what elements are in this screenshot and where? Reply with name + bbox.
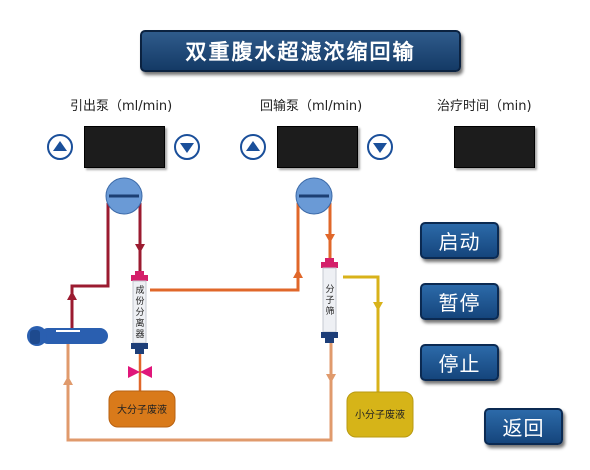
draw-pump-display (84, 126, 165, 168)
filtrate-line (343, 275, 383, 395)
draw-pump-label: 引出泵（ml/min) (70, 99, 173, 114)
return-pump-display (277, 126, 358, 168)
stop-button[interactable]: 停止 (420, 344, 499, 381)
filter-label-3: 筛 (325, 305, 334, 317)
filter-column: 分 子 筛 (321, 258, 338, 343)
large-waste-label: 大分子废液 (117, 403, 167, 416)
large-waste-bag: 大分子废液 (108, 390, 176, 428)
separator-label-5: 器 (135, 329, 144, 340)
separator-label-2: 份 (135, 295, 144, 307)
down-arrow-icon (180, 143, 194, 153)
clamp-icon (128, 366, 152, 378)
up-arrow-icon (246, 141, 260, 151)
back-button[interactable]: 返回 (484, 408, 563, 445)
separator-label-1: 成 (135, 284, 144, 296)
treatment-time-label: 治疗时间（min) (437, 99, 532, 114)
draw-pump-decrease-button[interactable] (174, 134, 200, 160)
return-pump-icon (295, 177, 333, 215)
return-pump-decrease-button[interactable] (367, 134, 393, 160)
pause-button[interactable]: 暂停 (420, 283, 499, 320)
separator-label-3: 分 (135, 307, 144, 318)
small-waste-label: 小分子废液 (355, 408, 405, 421)
filter-label-1: 分 (325, 284, 334, 295)
draw-pump-icon (105, 177, 143, 215)
treatment-time-display (454, 126, 535, 168)
draw-pump-increase-button[interactable] (47, 134, 73, 160)
draw-line (67, 203, 145, 331)
return-line (63, 343, 336, 442)
small-waste-bag: 小分子废液 (346, 391, 414, 438)
up-arrow-icon (53, 141, 67, 151)
page-title: 双重腹水超滤浓缩回输 (140, 30, 461, 72)
separator-label-4: 离 (135, 317, 144, 329)
separator-column: 成 份 分 离 器 (131, 271, 148, 354)
return-pump-label: 回输泵（ml/min) (260, 99, 363, 114)
return-pump-increase-button[interactable] (240, 134, 266, 160)
patient-icon (27, 326, 108, 346)
plasma-line (150, 203, 335, 292)
down-arrow-icon (373, 143, 387, 153)
start-button[interactable]: 启动 (420, 222, 499, 259)
filter-label-2: 子 (325, 295, 334, 306)
